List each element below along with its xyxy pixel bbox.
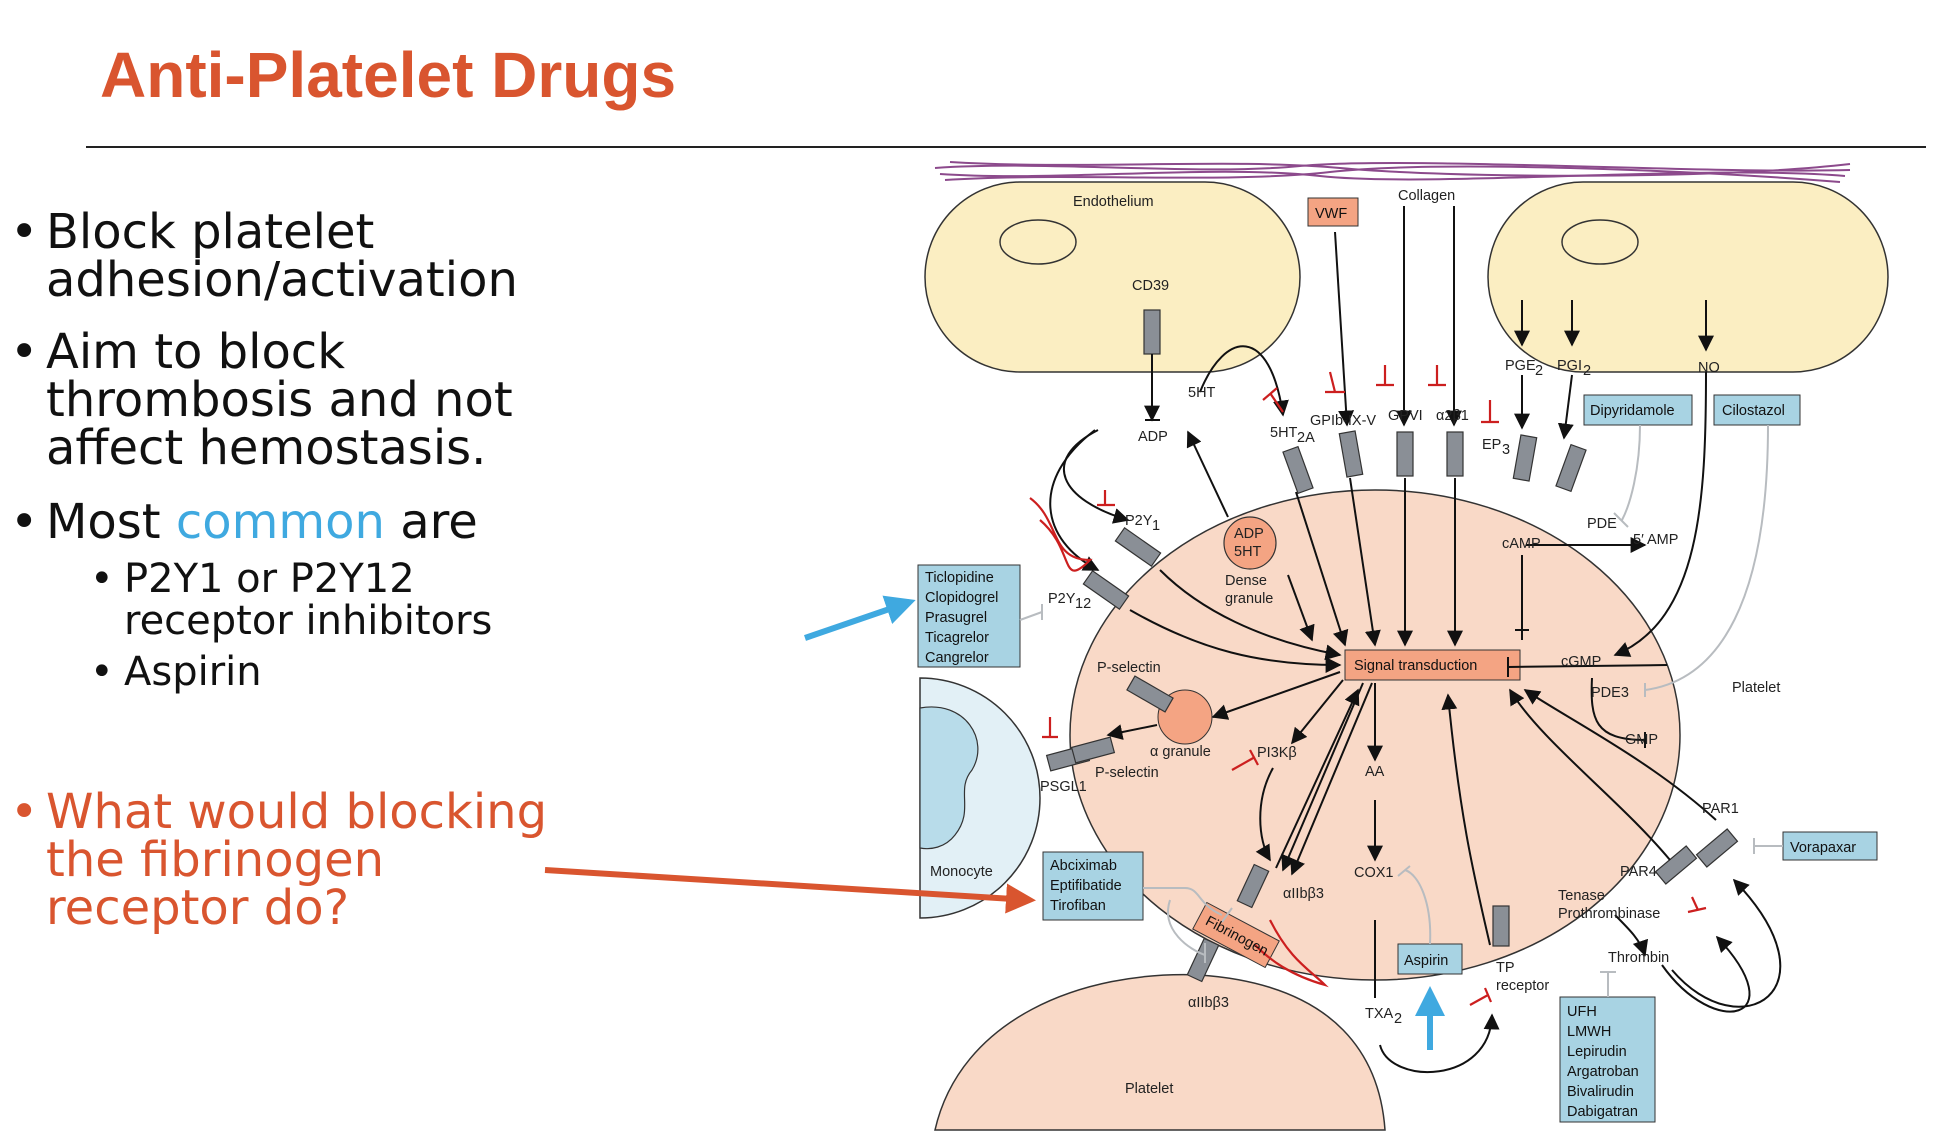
pde-label: PDE bbox=[1587, 516, 1617, 532]
no-label: NO bbox=[1698, 360, 1720, 376]
5amp-label: 5′ AMP bbox=[1633, 532, 1678, 548]
bullet-text: Aspirin bbox=[124, 649, 262, 695]
pgi2-subscript: 2 bbox=[1583, 363, 1591, 379]
par1-label: PAR1 bbox=[1702, 801, 1739, 817]
fibrinogen-pointer-arrow bbox=[544, 867, 1036, 914]
fibrinogen-box bbox=[1192, 901, 1280, 969]
ep3-subscript: 3 bbox=[1502, 442, 1510, 458]
ticagrelor-label: Ticagrelor bbox=[925, 630, 989, 646]
cd39-label: CD39 bbox=[1132, 278, 1169, 294]
psgl1-label: PSGL1 bbox=[1040, 779, 1087, 795]
dense-5ht-label: 5HT bbox=[1234, 544, 1262, 560]
gpvi-label: GPVI bbox=[1388, 408, 1423, 424]
endothelium-label: Endothelium bbox=[1073, 194, 1154, 210]
boxes bbox=[917, 197, 1878, 1123]
vwf-label: VWF bbox=[1315, 206, 1347, 222]
5ht-label: 5HT bbox=[1188, 385, 1216, 401]
drug-link-lines bbox=[1019, 424, 1783, 997]
tp-label: TP bbox=[1496, 960, 1515, 976]
lmwh-label: LMWH bbox=[1567, 1024, 1611, 1040]
signal-transduction-label: Signal transduction bbox=[1354, 658, 1477, 674]
prothrombinase-label: Prothrombinase bbox=[1558, 906, 1660, 922]
receptors bbox=[1045, 309, 1739, 983]
collagen-label: Collagen bbox=[1398, 188, 1455, 204]
tirofiban-label: Tirofiban bbox=[1050, 898, 1106, 914]
txa2-subscript: 2 bbox=[1394, 1011, 1402, 1027]
5ht2a-subscript: 2A bbox=[1297, 430, 1315, 446]
aiib3-lower-label: αIIbβ3 bbox=[1188, 995, 1229, 1011]
bullet-text: Block platelet adhesion/activation bbox=[46, 204, 518, 308]
aiib3-label: αIIbβ3 bbox=[1283, 886, 1324, 902]
slide-title: Anti-Platelet Drugs bbox=[100, 39, 677, 111]
pge2-label: PGE bbox=[1505, 358, 1536, 374]
dense-label: Dense bbox=[1225, 573, 1267, 589]
monocyte-nucleus bbox=[919, 706, 979, 850]
title-rule bbox=[86, 146, 1926, 148]
alpha-granule-label: α granule bbox=[1150, 744, 1211, 760]
p2y12-pointer-arrow bbox=[804, 595, 916, 641]
dense-adp-label: ADP bbox=[1234, 526, 1264, 542]
a2b1-label: α2β1 bbox=[1436, 408, 1469, 424]
argatroban-label: Argatroban bbox=[1567, 1064, 1639, 1080]
pselectin-label: P-selectin bbox=[1097, 660, 1161, 676]
dense-granule-label: granule bbox=[1225, 591, 1273, 607]
bullet-text: P2Y1 or P2Y12 receptor inhibitors bbox=[124, 556, 493, 644]
dense-granule bbox=[1223, 516, 1277, 570]
adp-label: ADP bbox=[1138, 429, 1168, 445]
cox1-label: COX1 bbox=[1354, 865, 1394, 881]
bivalirudin-label: Bivalirudin bbox=[1567, 1084, 1634, 1100]
pgi2-label: PGI bbox=[1557, 358, 1582, 374]
clopidogrel-label: Clopidogrel bbox=[925, 590, 998, 606]
drug-inhibitor-marks bbox=[1029, 365, 1707, 1006]
bullet-text: Most bbox=[46, 494, 176, 550]
dipyridamole-label: Dipyridamole bbox=[1590, 403, 1675, 419]
vorapaxar-label: Vorapaxar bbox=[1790, 840, 1856, 856]
aspirin-label: Aspirin bbox=[1404, 953, 1448, 969]
par4-label: PAR4 bbox=[1620, 864, 1657, 880]
p2y12-label: P2Y bbox=[1048, 591, 1076, 607]
gpib-label: GPIb-IX-V bbox=[1310, 413, 1376, 429]
highlight-common: common bbox=[175, 494, 385, 550]
monocyte-label: Monocyte bbox=[930, 864, 993, 880]
bullet-text: are bbox=[384, 494, 478, 550]
pselectin-membrane-label: P-selectin bbox=[1095, 765, 1159, 781]
abciximab-label: Abciximab bbox=[1050, 858, 1117, 874]
inhibitor-lines bbox=[1145, 419, 1646, 748]
tenase-label: Tenase bbox=[1558, 888, 1605, 904]
camp-label: cAMP bbox=[1502, 536, 1541, 552]
pi3kb-label: PI3Kβ bbox=[1257, 745, 1297, 761]
endothelial-cells bbox=[924, 181, 1889, 373]
cgmp-label: cGMP bbox=[1561, 654, 1601, 670]
lepirudin-label: Lepirudin bbox=[1567, 1044, 1627, 1060]
ticlopidine-label: Ticlopidine bbox=[925, 570, 994, 586]
lower-platelet-label: Platelet bbox=[1125, 1081, 1173, 1097]
gmp-label: GMP bbox=[1625, 732, 1658, 748]
p2y1-subscript: 1 bbox=[1152, 518, 1160, 534]
dabigatran-label: Dabigatran bbox=[1567, 1104, 1638, 1120]
eptifibatide-label: Eptifibatide bbox=[1050, 878, 1122, 894]
txa2-label: TXA bbox=[1365, 1006, 1394, 1022]
cangrelor-label: Cangrelor bbox=[925, 650, 989, 666]
aa-label: AA bbox=[1365, 764, 1385, 780]
tp-receptor-label: receptor bbox=[1496, 978, 1549, 994]
platelet-label: Platelet bbox=[1732, 680, 1780, 696]
bullet-text: Aim to block thrombosis and not affect h… bbox=[46, 324, 513, 476]
bullet-text: What would blocking the fibrinogen recep… bbox=[46, 784, 548, 936]
lower-platelet-cell bbox=[934, 973, 1386, 1131]
ufh-label: UFH bbox=[1567, 1004, 1597, 1020]
ep3-label: EP bbox=[1482, 437, 1501, 453]
5ht2a-label: 5HT bbox=[1270, 425, 1298, 441]
thrombin-label: Thrombin bbox=[1608, 950, 1669, 966]
collagen-fibers bbox=[934, 161, 1851, 183]
p2y12-subscript: 12 bbox=[1075, 596, 1091, 612]
p2y1-label: P2Y bbox=[1125, 513, 1153, 529]
prasugrel-label: Prasugrel bbox=[925, 610, 987, 626]
cilostazol-label: Cilostazol bbox=[1722, 403, 1785, 419]
pge2-subscript: 2 bbox=[1535, 363, 1543, 379]
pde3-label: PDE3 bbox=[1591, 685, 1629, 701]
